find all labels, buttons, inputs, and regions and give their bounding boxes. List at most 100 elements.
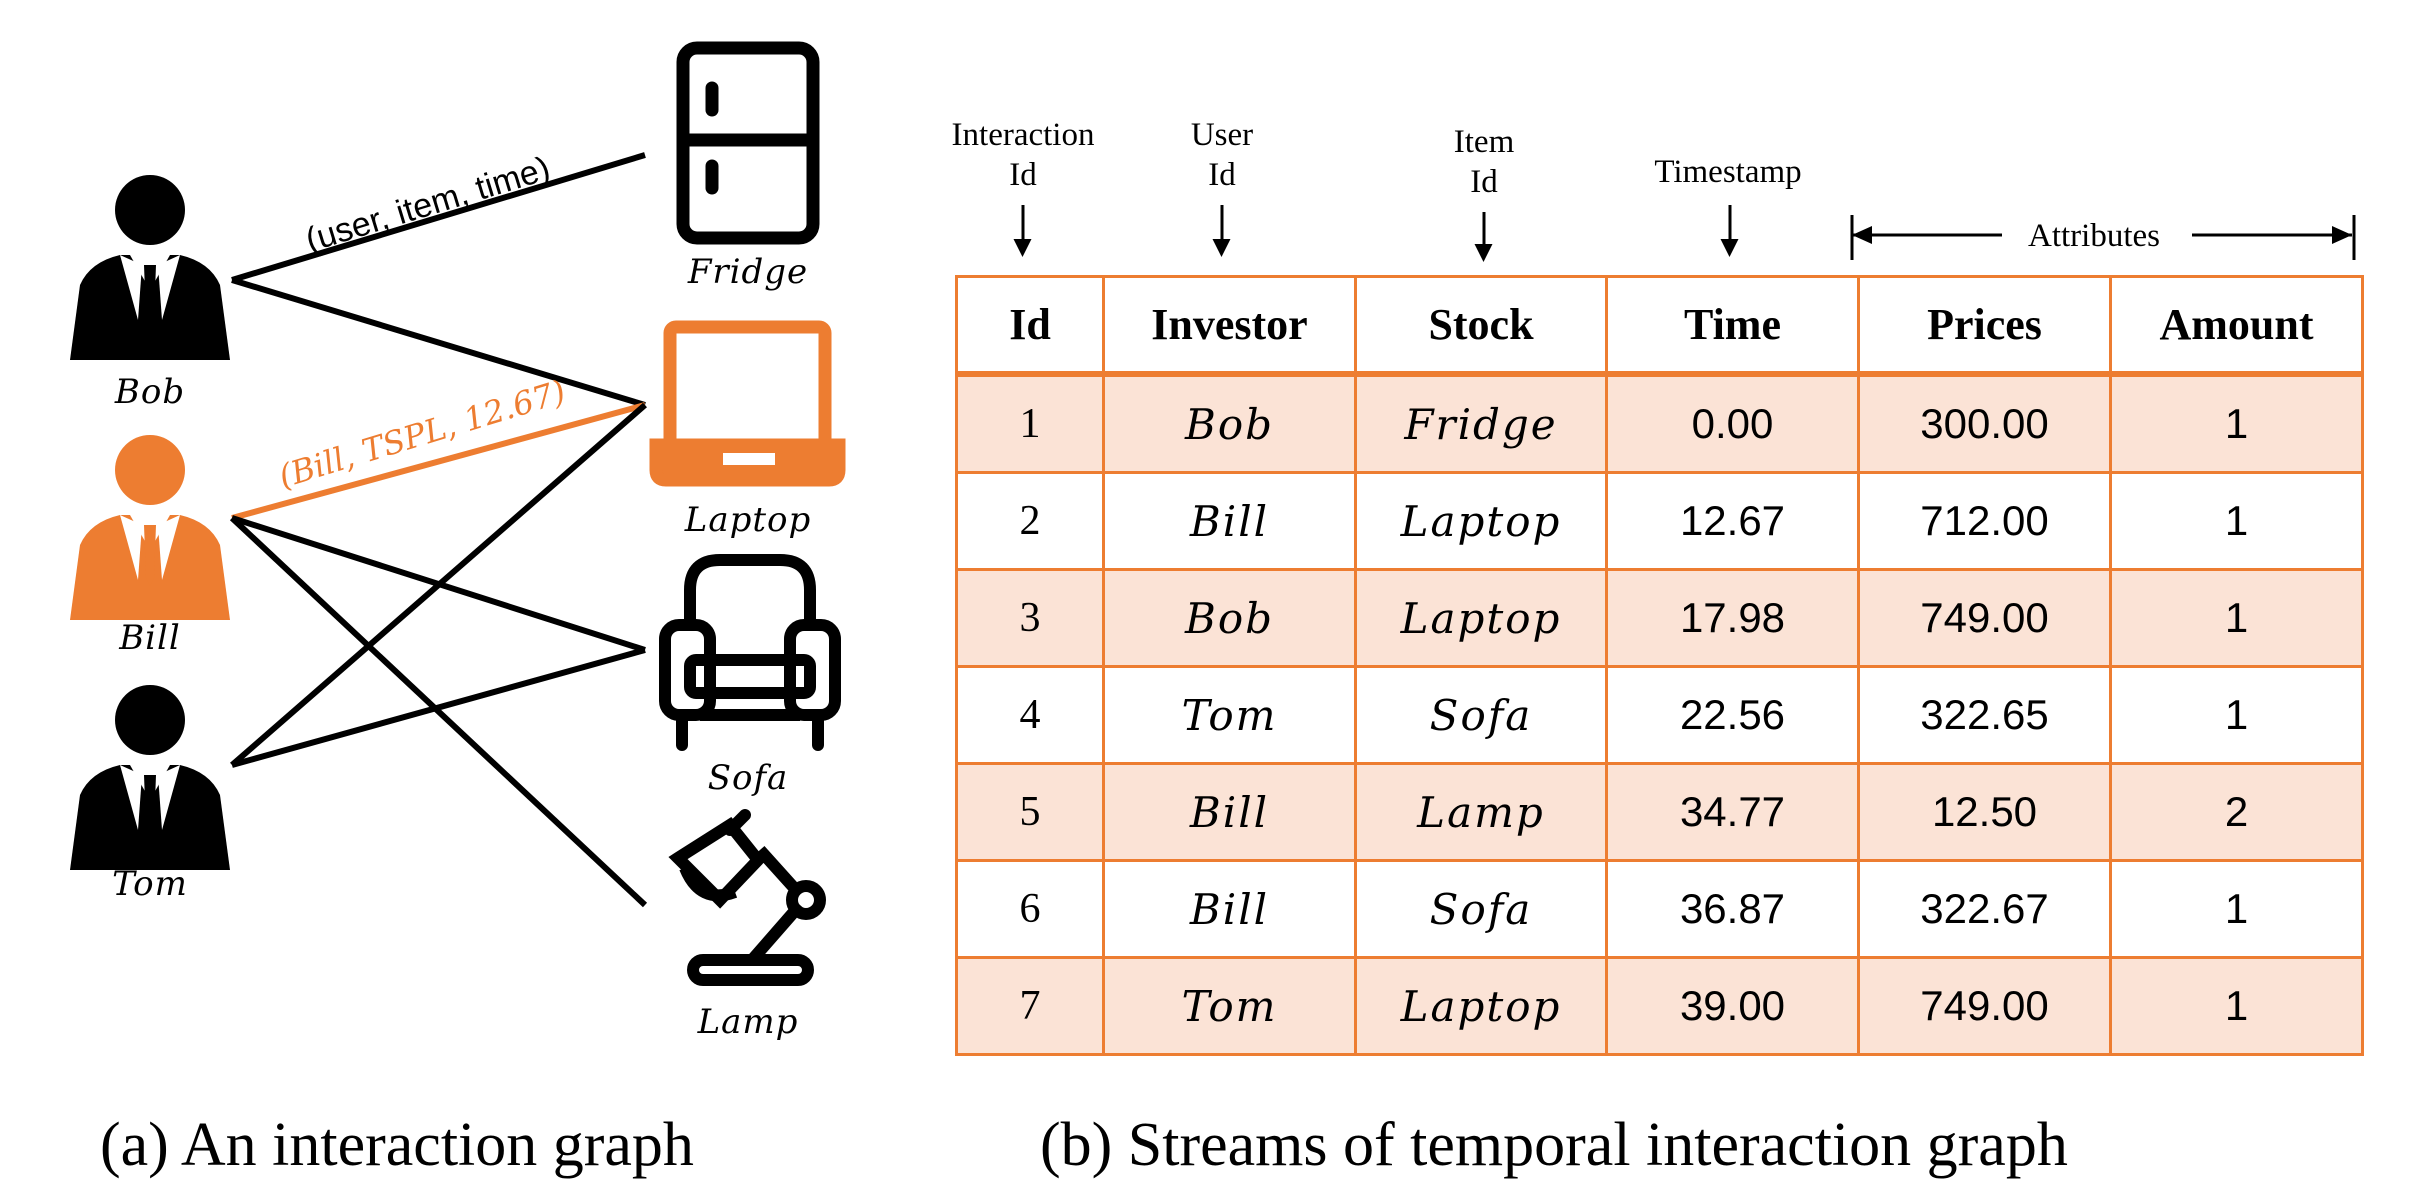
caption-graph: (a) An interaction graph [100,1111,694,1179]
header-prices: Prices [1857,275,2112,376]
cell-stock: Laptop [1354,956,1608,1056]
item-label-laptop: Laptop [684,500,812,540]
table-row: 3 Bob Laptop 17.98 749.00 1 [955,568,2364,668]
cell-time: 34.77 [1605,762,1860,862]
edge-label-highlight: (Bill, TSPL, 12.67) [274,372,570,495]
cell-prices: 322.65 [1857,665,2112,765]
annotation-interaction-id: Interaction Id [952,115,1095,195]
person-icon-tom [70,685,230,870]
table-row: 2 Bill Laptop 12.67 712.00 1 [955,471,2364,571]
cell-prices: 712.00 [1857,471,2112,571]
cell-prices: 12.50 [1857,762,2112,862]
cell-investor: Bill [1102,762,1357,862]
sofa-icon [659,554,841,751]
cell-stock: Fridge [1354,372,1608,474]
graph-edges [229,152,648,908]
cell-time: 17.98 [1605,568,1860,668]
cell-stock: Lamp [1354,762,1608,862]
cell-stock: Sofa [1354,859,1608,959]
graph-canvas: (user, item, time) (Bill, TSPL, 12.67) [70,41,846,986]
cell-investor: Bob [1102,372,1357,474]
user-label-bill: Bill [119,618,181,658]
cell-id: 3 [955,568,1105,668]
header-stock: Stock [1354,275,1608,376]
annotation-line: User [1190,117,1254,153]
interaction-graph: (user, item, time) (Bill, TSPL, 12.67) B… [0,0,900,1080]
header-time: Time [1605,275,1860,376]
annotation-attributes: Attributes [2028,218,2160,254]
cell-id: 5 [955,762,1105,862]
cell-amount: 1 [2109,471,2364,571]
laptop-icon [649,320,846,487]
edge-tom-sofa [231,647,646,768]
cell-amount: 2 [2109,762,2364,862]
cell-time: 0.00 [1605,372,1860,474]
cell-amount: 1 [2109,372,2364,474]
item-label-lamp: Lamp [697,1002,799,1042]
cell-prices: 749.00 [1857,568,2112,668]
cell-id: 1 [955,372,1105,474]
arrow-down-icon [1720,205,1739,257]
edge-bill-lamp [229,515,648,908]
table-row: 7 Tom Laptop 39.00 749.00 1 [955,956,2364,1056]
edge-bill-laptop [231,402,646,521]
cell-amount: 1 [2109,568,2364,668]
table-row: 6 Bill Sofa 36.87 322.67 1 [955,859,2364,959]
cell-amount: 1 [2109,956,2364,1056]
interaction-stream-table: Id Investor Stock Time Prices Amount 1 B… [955,275,2364,1056]
arrow-down-icon [1474,212,1493,262]
annotation-line: Item [1453,124,1515,160]
cell-investor: Bob [1102,568,1357,668]
person-icon-bill [70,435,230,620]
annotation-timestamp: Timestamp [1654,154,1802,190]
edge-bob-fridge [231,152,646,283]
header-id: Id [955,275,1105,376]
cell-time: 39.00 [1605,956,1860,1056]
cell-id: 4 [955,665,1105,765]
cell-stock: Laptop [1354,471,1608,571]
annotation-line: Id [1208,157,1236,193]
annotation-line: Id [1470,164,1498,200]
cell-amount: 1 [2109,665,2364,765]
cell-prices: 300.00 [1857,372,2112,474]
cell-amount: 1 [2109,859,2364,959]
annotation-item-id: Item Id [1454,122,1514,202]
user-label-bob: Bob [114,372,186,412]
lamp-icon [668,809,826,986]
cell-stock: Sofa [1354,665,1608,765]
cell-investor: Bill [1102,471,1357,571]
edge-tom-laptop [230,402,647,768]
attributes-span-arrow [1850,215,2356,260]
table-row: 1 Bob Fridge 0.00 300.00 1 [955,372,2364,474]
header-amount: Amount [2109,275,2364,376]
cell-prices: 749.00 [1857,956,2112,1056]
table-row: 4 Tom Sofa 22.56 322.65 1 [955,665,2364,765]
cell-id: 2 [955,471,1105,571]
header-investor: Investor [1102,275,1357,376]
annotation-line: Interaction [951,117,1095,153]
annotation-user-id: User Id [1191,115,1253,195]
cell-investor: Tom [1102,956,1357,1056]
cell-time: 36.87 [1605,859,1860,959]
cell-investor: Tom [1102,665,1357,765]
cell-stock: Laptop [1354,568,1608,668]
cell-time: 12.67 [1605,471,1860,571]
cell-prices: 322.67 [1857,859,2112,959]
edge-bob-laptop [231,277,646,408]
caption-table: (b) Streams of temporal interaction grap… [1040,1111,2068,1179]
item-label-sofa: Sofa [707,758,789,798]
cell-id: 6 [955,859,1105,959]
arrow-down-icon [1013,205,1032,257]
arrow-down-icon [1212,205,1231,257]
cell-investor: Bill [1102,859,1357,959]
annotation-line: Id [1009,157,1037,193]
edge-label-generic: (user, item, time) [301,149,554,259]
cell-id: 7 [955,956,1105,1056]
item-label-fridge: Fridge [687,252,809,292]
cell-time: 22.56 [1605,665,1860,765]
fridge-icon [676,41,820,245]
user-label-tom: Tom [112,864,188,904]
table-header-row: Id Investor Stock Time Prices Amount [955,275,2364,376]
table-row: 5 Bill Lamp 34.77 12.50 2 [955,762,2364,862]
person-icon-bob [70,175,230,360]
